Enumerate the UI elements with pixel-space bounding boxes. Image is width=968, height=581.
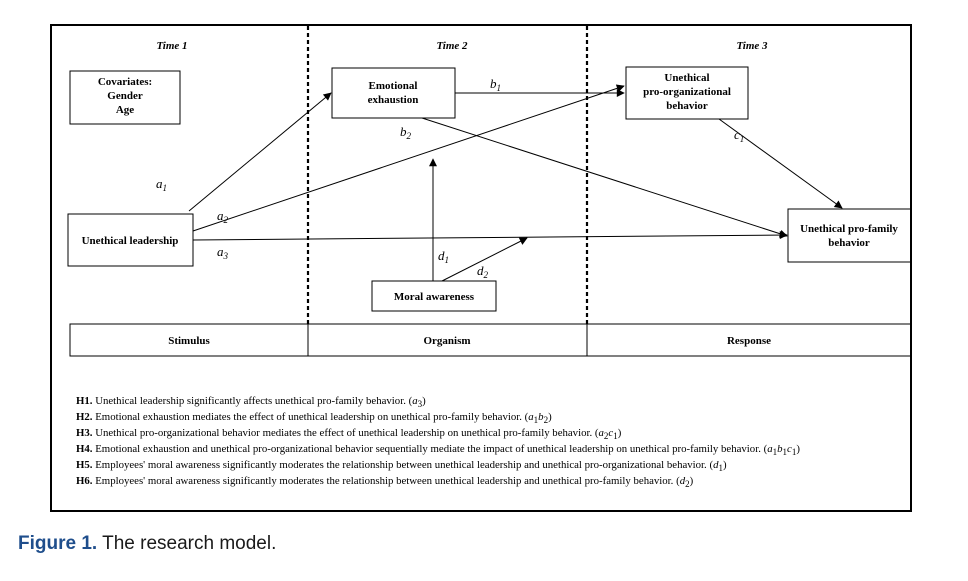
hypothesis-id: H2. [76, 411, 93, 424]
hypothesis-code-sub: 3 [417, 399, 423, 410]
path-c1-arrow [718, 118, 843, 209]
hypothesis-code-sub: 1 [533, 415, 539, 426]
path-d2-arrow [441, 237, 528, 282]
hypotheses-list: H1. Unethical leadership significantly a… [76, 395, 896, 491]
hypothesis-id: H5. [76, 459, 93, 472]
hypothesis-text: Emotional exhaustion mediates the effect… [92, 411, 525, 424]
hypothesis-code-sub: 1 [782, 447, 788, 458]
hypothesis-id: H3. [76, 427, 93, 440]
hypothesis-code-sub: 2 [685, 479, 690, 490]
hypothesis-text: Unethical pro-organizational behavior me… [92, 427, 595, 440]
hypothesis-text: Emotional exhaustion and unethical pro-o… [92, 443, 764, 456]
hypothesis-code-sub: 1 [791, 447, 797, 458]
hypothesis-item: H4. Emotional exhaustion and unethical p… [76, 443, 800, 458]
hypothesis-code-sub: 2 [603, 431, 609, 442]
upob-line-3: behavior [666, 100, 708, 112]
hypothesis-code-var: a [528, 411, 534, 424]
label-b1: b1 [490, 76, 501, 93]
upob-line-1: Unethical [664, 72, 709, 84]
hypothesis-code-sub: 1 [718, 463, 723, 474]
hypothesis-code-var: d [679, 475, 686, 488]
path-b2-arrow [421, 117, 788, 238]
covariates-box [69, 70, 181, 125]
hypothesis-code-var: c [787, 443, 792, 456]
label-a3: a3 [217, 244, 229, 261]
sor-response: Response [727, 335, 771, 347]
figure-caption: Figure 1. The research model. [18, 533, 276, 555]
label-a2: a2 [217, 208, 229, 225]
hypothesis-code-var: b [538, 411, 544, 424]
hypothesis-code-sub: 2 [543, 415, 549, 426]
emotional-exhaustion-line-1: Emotional [369, 80, 418, 92]
sor-organism: Organism [423, 335, 470, 347]
time1-label: Time 1 [156, 40, 187, 52]
hypothesis-code-var: a [598, 427, 604, 440]
time2-label: Time 2 [436, 40, 468, 52]
hypothesis-id: H1. [76, 395, 93, 407]
caption-text: The research model. [97, 533, 277, 554]
hypothesis-code-var: b [777, 443, 783, 456]
hypothesis-item: H3. Unethical pro-organizational behavio… [76, 427, 622, 442]
upfb-box [787, 208, 910, 263]
hypothesis-code-var: c [608, 427, 614, 440]
upob-box [625, 66, 749, 120]
hypothesis-id: H4. [76, 443, 93, 456]
moral-awareness-box [371, 280, 497, 312]
hypothesis-id: H6. [76, 475, 93, 488]
covariates-line-1: Covariates: [98, 76, 152, 88]
hypothesis-item: H1. Unethical leadership significantly a… [76, 395, 426, 410]
sor-band [69, 323, 910, 357]
emotional-exhaustion-box [331, 67, 456, 119]
upob-line-2: pro-organizational [643, 86, 731, 98]
path-a2-arrow [192, 84, 625, 232]
unethical-leadership-box [67, 213, 194, 267]
upfb-line-2: behavior [828, 237, 870, 249]
caption-label: Figure 1. [18, 533, 98, 554]
hypothesis-item: H6. Employees' moral awareness significa… [76, 475, 694, 490]
label-a1: a1 [156, 176, 167, 193]
time3-label: Time 3 [736, 40, 768, 52]
hypothesis-code-var: d [713, 459, 719, 472]
emotional-exhaustion-line-2: exhaustion [368, 94, 419, 106]
path-a3-arrow [192, 231, 788, 241]
covariates-line-2: Gender [107, 90, 143, 102]
covariates-line-3: Age [116, 104, 134, 116]
label-c1: c1 [734, 127, 744, 144]
moral-awareness-label: Moral awareness [394, 291, 475, 303]
hypothesis-text: Employees' moral awareness significantly… [92, 459, 710, 472]
hypothesis-code-sub: 1 [772, 447, 778, 458]
hypothesis-text: Unethical leadership significantly affec… [92, 395, 409, 407]
hypothesis-text: Employees' moral awareness significantly… [92, 475, 677, 488]
label-b2: b2 [400, 124, 412, 141]
research-model-figure: Time 1 Time 2 Time 3 Covariates: Gender … [50, 24, 912, 512]
hypothesis-code-var: a [412, 395, 418, 407]
label-d1: d1 [438, 248, 449, 265]
path-a1-arrow [188, 92, 332, 212]
hypothesis-item: H2. Emotional exhaustion mediates the ef… [76, 411, 552, 426]
hypothesis-code-var: a [767, 443, 773, 456]
hypothesis-code-sub: 1 [613, 431, 618, 442]
unethical-leadership-label: Unethical leadership [82, 235, 179, 247]
diagram-canvas: Time 1 Time 2 Time 3 Covariates: Gender … [67, 26, 910, 357]
sor-stimulus: Stimulus [168, 335, 210, 347]
label-d2: d2 [477, 263, 489, 280]
hypothesis-item: H5. Employees' moral awareness significa… [76, 459, 727, 474]
upfb-line-1: Unethical pro-family [800, 223, 898, 235]
